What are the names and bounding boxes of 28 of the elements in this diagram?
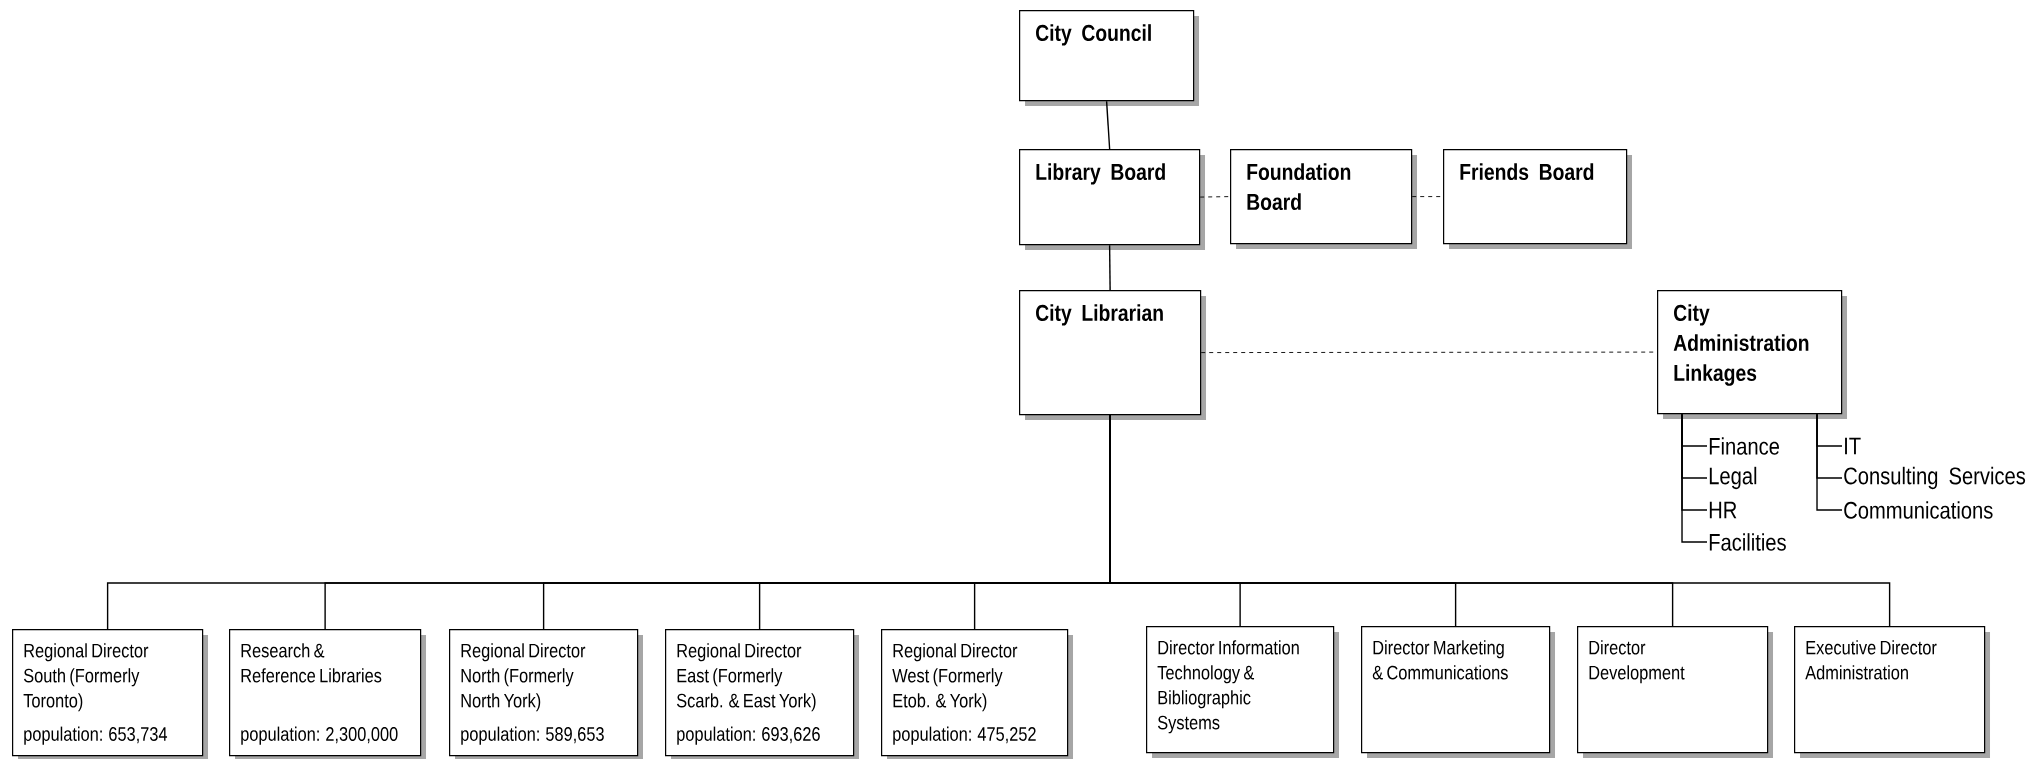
org-box: Regional Director East (Formerly Scarb. & East York) population: 693,626: [665, 629, 859, 759]
org-box: Foundation Board: [1230, 149, 1417, 249]
connector-line: [1105, 100, 1111, 150]
list-item: HR: [1709, 501, 1737, 519]
org-box: Research & Reference Libraries population: 2,300,000: [229, 629, 426, 759]
org-box: Regional Director West (Formerly Etob. & York) population: 475,252: [881, 629, 1073, 759]
list-item: Facilities: [1709, 533, 1786, 551]
org-box: City Librarian: [1019, 290, 1206, 420]
org-box: City Administration Linkages: [1657, 290, 1847, 419]
connector-line: [1108, 244, 1111, 291]
connector-line: [1109, 414, 1891, 627]
list-item: Communications: [1844, 501, 1993, 519]
org-box: Director Development: [1577, 626, 1773, 758]
list-item: Finance: [1709, 437, 1780, 455]
org-box: Library Board: [1019, 149, 1205, 250]
org-box: Regional Director South (Formerly Toronto) population: 653,734: [12, 629, 208, 759]
org-box: City Council: [1019, 10, 1199, 106]
org-box: Director Marketing & Communications: [1361, 626, 1555, 758]
list-item: Consulting Services: [1844, 466, 2026, 490]
branch-line: [1681, 413, 1708, 543]
org-box: Friends Board: [1443, 149, 1632, 249]
list-item: Legal: [1709, 466, 1757, 490]
connector-line: [1199, 196, 1231, 198]
list-item: IT: [1845, 437, 1861, 455]
org-box: Executive Director Administration: [1794, 626, 1990, 758]
org-box: Director Information Technology & Bibliographic Systems: [1146, 626, 1339, 758]
org-box: Regional Director North (Formerly North York) population: 589,653: [449, 629, 643, 759]
branch-line: [1816, 413, 1843, 511]
